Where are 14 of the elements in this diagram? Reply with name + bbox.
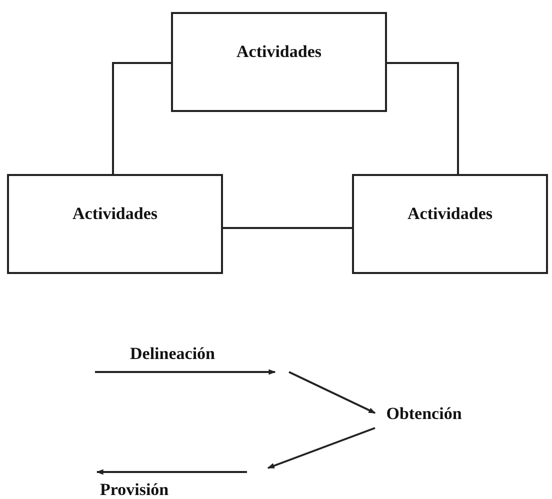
connector-line [387, 62, 459, 174]
box-label: Actividades [408, 204, 492, 224]
stage-label: Obtención [386, 404, 462, 424]
activity-box [171, 12, 387, 112]
arrow [288, 371, 376, 414]
activity-box [7, 174, 223, 274]
connector-line [223, 227, 352, 229]
arrow [267, 427, 376, 469]
box-label: Actividades [236, 42, 322, 62]
connector-line [112, 62, 171, 174]
box-label: Actividades [72, 204, 158, 224]
stage-label: Delineación [130, 344, 215, 364]
stage-label: Provisión [100, 480, 169, 499]
activity-box [352, 174, 548, 274]
